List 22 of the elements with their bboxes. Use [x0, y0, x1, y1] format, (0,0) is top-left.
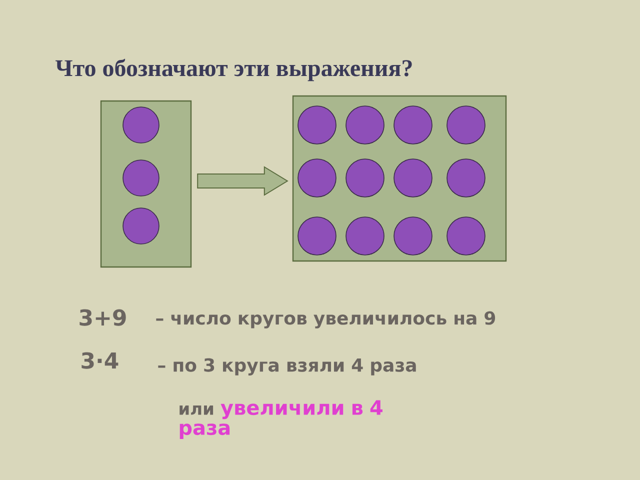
circle — [446, 158, 486, 198]
expression: 3·4 — [82, 352, 118, 369]
circle — [346, 158, 384, 198]
circle — [394, 158, 432, 198]
circle — [394, 216, 432, 256]
circle — [346, 106, 384, 144]
circle — [346, 216, 384, 256]
expression: 3+9 — [80, 309, 126, 326]
explanation: – число кругов увеличилось на 9 — [156, 311, 496, 328]
block-arrow — [197, 166, 288, 196]
circle — [122, 160, 160, 196]
circle — [122, 106, 160, 144]
circle — [122, 208, 160, 244]
circle — [298, 216, 336, 256]
explanation: или увеличили в 4 раза — [180, 400, 382, 439]
title: Что обозначают эти выражения? — [56, 58, 412, 82]
circle — [446, 106, 486, 144]
explanation: – по 3 круга взяли 4 раза — [158, 358, 416, 376]
circle — [394, 106, 432, 144]
circle — [298, 106, 336, 144]
circle — [446, 216, 486, 256]
circle — [298, 158, 336, 198]
